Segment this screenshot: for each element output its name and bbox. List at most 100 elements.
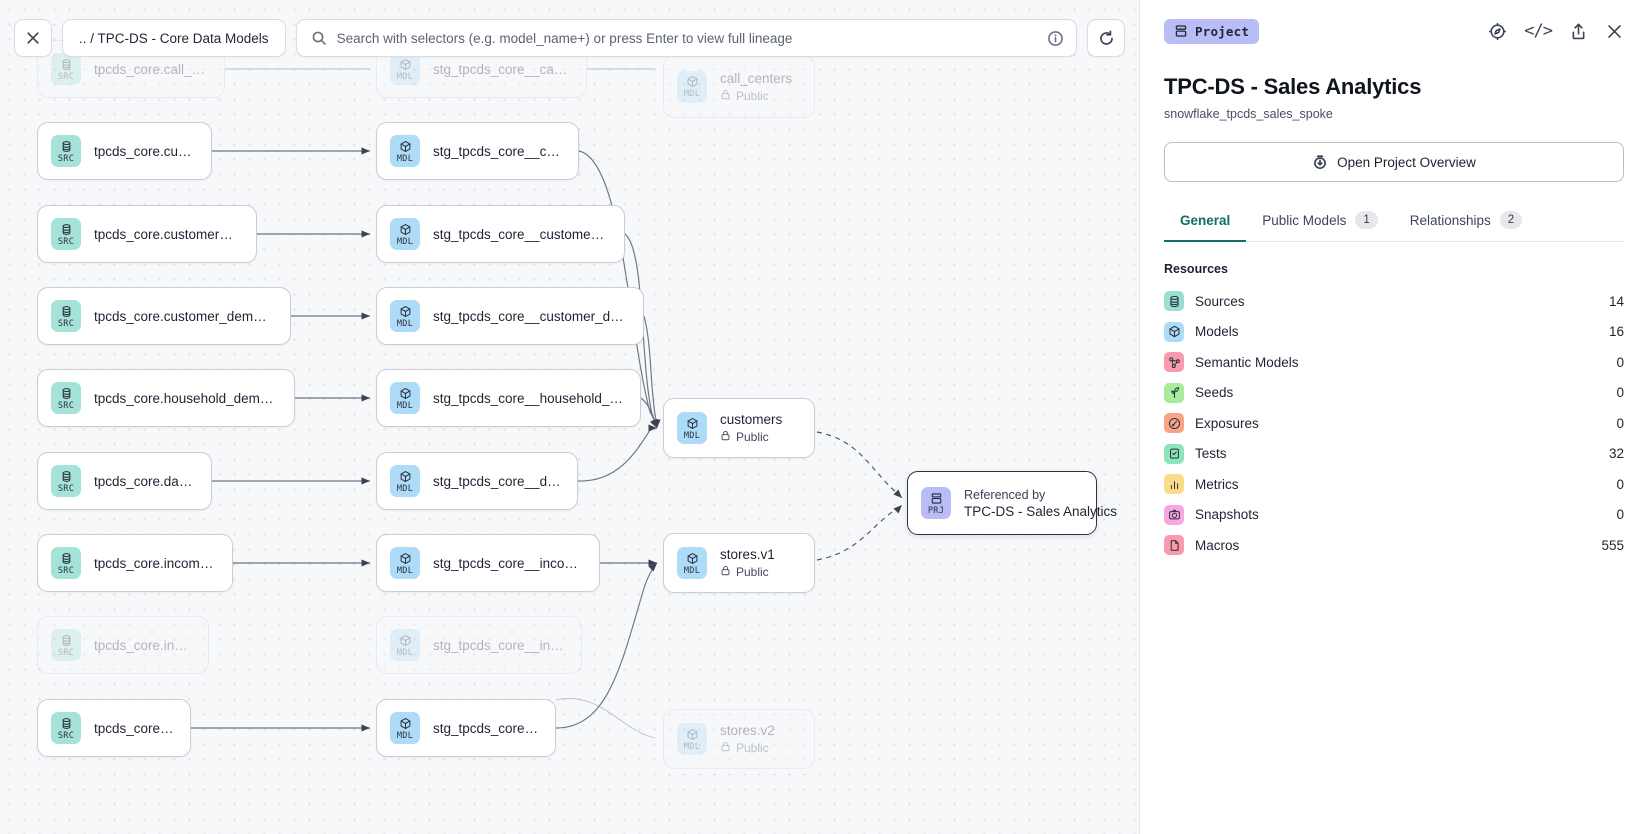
lineage-node-mdl_household[interactable]: MDLstg_tpcds_core__household_demogr…	[376, 369, 641, 427]
refresh-icon	[1099, 29, 1113, 45]
node-access: Public	[720, 430, 782, 444]
explore-icon[interactable]	[1488, 22, 1507, 41]
close-lineage-button[interactable]	[14, 19, 52, 57]
node-type-text: MDL	[396, 236, 414, 247]
resource-name: Tests	[1195, 446, 1227, 462]
resource-name: Models	[1195, 324, 1239, 340]
search-input[interactable]	[336, 30, 1037, 46]
resource-count: 0	[1616, 385, 1624, 401]
bar-chart-icon	[1164, 474, 1184, 495]
lineage-node-mdl_customer_addr[interactable]: MDL stg_tpcds_core__customer_address	[376, 205, 625, 263]
lineage-node-mdl_store[interactable]: MDL stg_tpcds_core__store	[376, 699, 556, 757]
camera-icon	[1164, 504, 1184, 525]
share-icon[interactable]	[1569, 22, 1588, 41]
canvas-toolbar: .. / TPC-DS - Core Data Models	[0, 0, 1139, 76]
node-text: stg_tpcds_core__inventory	[433, 638, 565, 653]
tab-general[interactable]: General	[1164, 204, 1247, 242]
node-type-text: MDL	[396, 400, 414, 411]
lineage-node-mdl_inventory[interactable]: MDL stg_tpcds_core__inventory	[376, 616, 582, 674]
node-title: stores.v1	[720, 547, 775, 562]
node-title: stg_tpcds_core__customer	[433, 143, 562, 159]
search-icon	[312, 31, 326, 45]
database-icon	[60, 633, 73, 648]
database-icon	[1164, 291, 1184, 312]
node-type-text: MDL	[683, 430, 701, 441]
resource-type-label: Project	[1195, 23, 1250, 39]
node-type-badge-prj: PRJ	[921, 487, 951, 519]
node-type-text: MDL	[396, 730, 414, 741]
database-icon	[60, 304, 73, 319]
node-text: stg_tpcds_core__date_dim	[433, 474, 561, 489]
node-type-badge-mdl: MDL	[677, 547, 707, 579]
resource-type-chip: Project	[1164, 18, 1260, 44]
graph-nodes: SRCtpcds_core.call_centerSRCtpcds_core.c…	[37, 40, 1117, 769]
database-icon	[60, 469, 73, 484]
open-project-overview-label: Open Project Overview	[1337, 154, 1476, 170]
resource-row-seeds[interactable]: Seeds 0	[1164, 378, 1624, 409]
node-type-text: MDL	[683, 741, 701, 752]
node-title: stg_tpcds_core__income_band	[433, 555, 583, 571]
lineage-node-mdl_customer_demo[interactable]: MDLstg_tpcds_core__customer_demogra…	[376, 287, 644, 345]
close-panel-icon[interactable]	[1605, 22, 1624, 41]
node-text: stg_tpcds_core__customer_address	[433, 227, 608, 242]
node-text: tpcds_core.customer_demographics	[94, 309, 274, 324]
database-icon	[60, 386, 73, 401]
search-box[interactable]	[295, 19, 1077, 57]
resource-name: Seeds	[1195, 385, 1234, 401]
lineage-canvas[interactable]: SRCtpcds_core.call_centerSRCtpcds_core.c…	[0, 0, 1139, 834]
node-title: stg_tpcds_core__customer_demogra…	[433, 308, 627, 324]
refresh-button[interactable]	[1087, 19, 1125, 57]
node-text: stg_tpcds_core__call_center	[433, 62, 570, 77]
breadcrumb[interactable]: .. / TPC-DS - Core Data Models	[62, 19, 286, 57]
node-text: tpcds_core.inventory	[94, 638, 192, 653]
node-type-text: SRC	[57, 71, 75, 82]
node-title: stg_tpcds_core__inventory	[433, 637, 565, 653]
node-title: call_centers	[720, 70, 793, 86]
node-type-badge-mdl: MDL	[390, 629, 420, 661]
node-type-badge-src: SRC	[51, 547, 81, 579]
code-icon[interactable]: </>	[1524, 21, 1553, 41]
resource-count: 555	[1601, 537, 1624, 553]
node-text: stg_tpcds_core__income_band	[433, 556, 583, 571]
close-icon	[27, 32, 39, 44]
open-project-overview-button[interactable]: Open Project Overview	[1164, 142, 1624, 182]
resource-name: Sources	[1195, 293, 1245, 309]
node-type-text: SRC	[57, 730, 75, 741]
node-text: tpcds_core.customer	[94, 144, 195, 159]
lock-icon	[720, 565, 731, 579]
info-icon[interactable]	[1047, 30, 1064, 47]
graph-icon	[1164, 352, 1184, 373]
node-title: stg_tpcds_core__store	[433, 720, 539, 736]
resource-name: Exposures	[1195, 415, 1259, 431]
